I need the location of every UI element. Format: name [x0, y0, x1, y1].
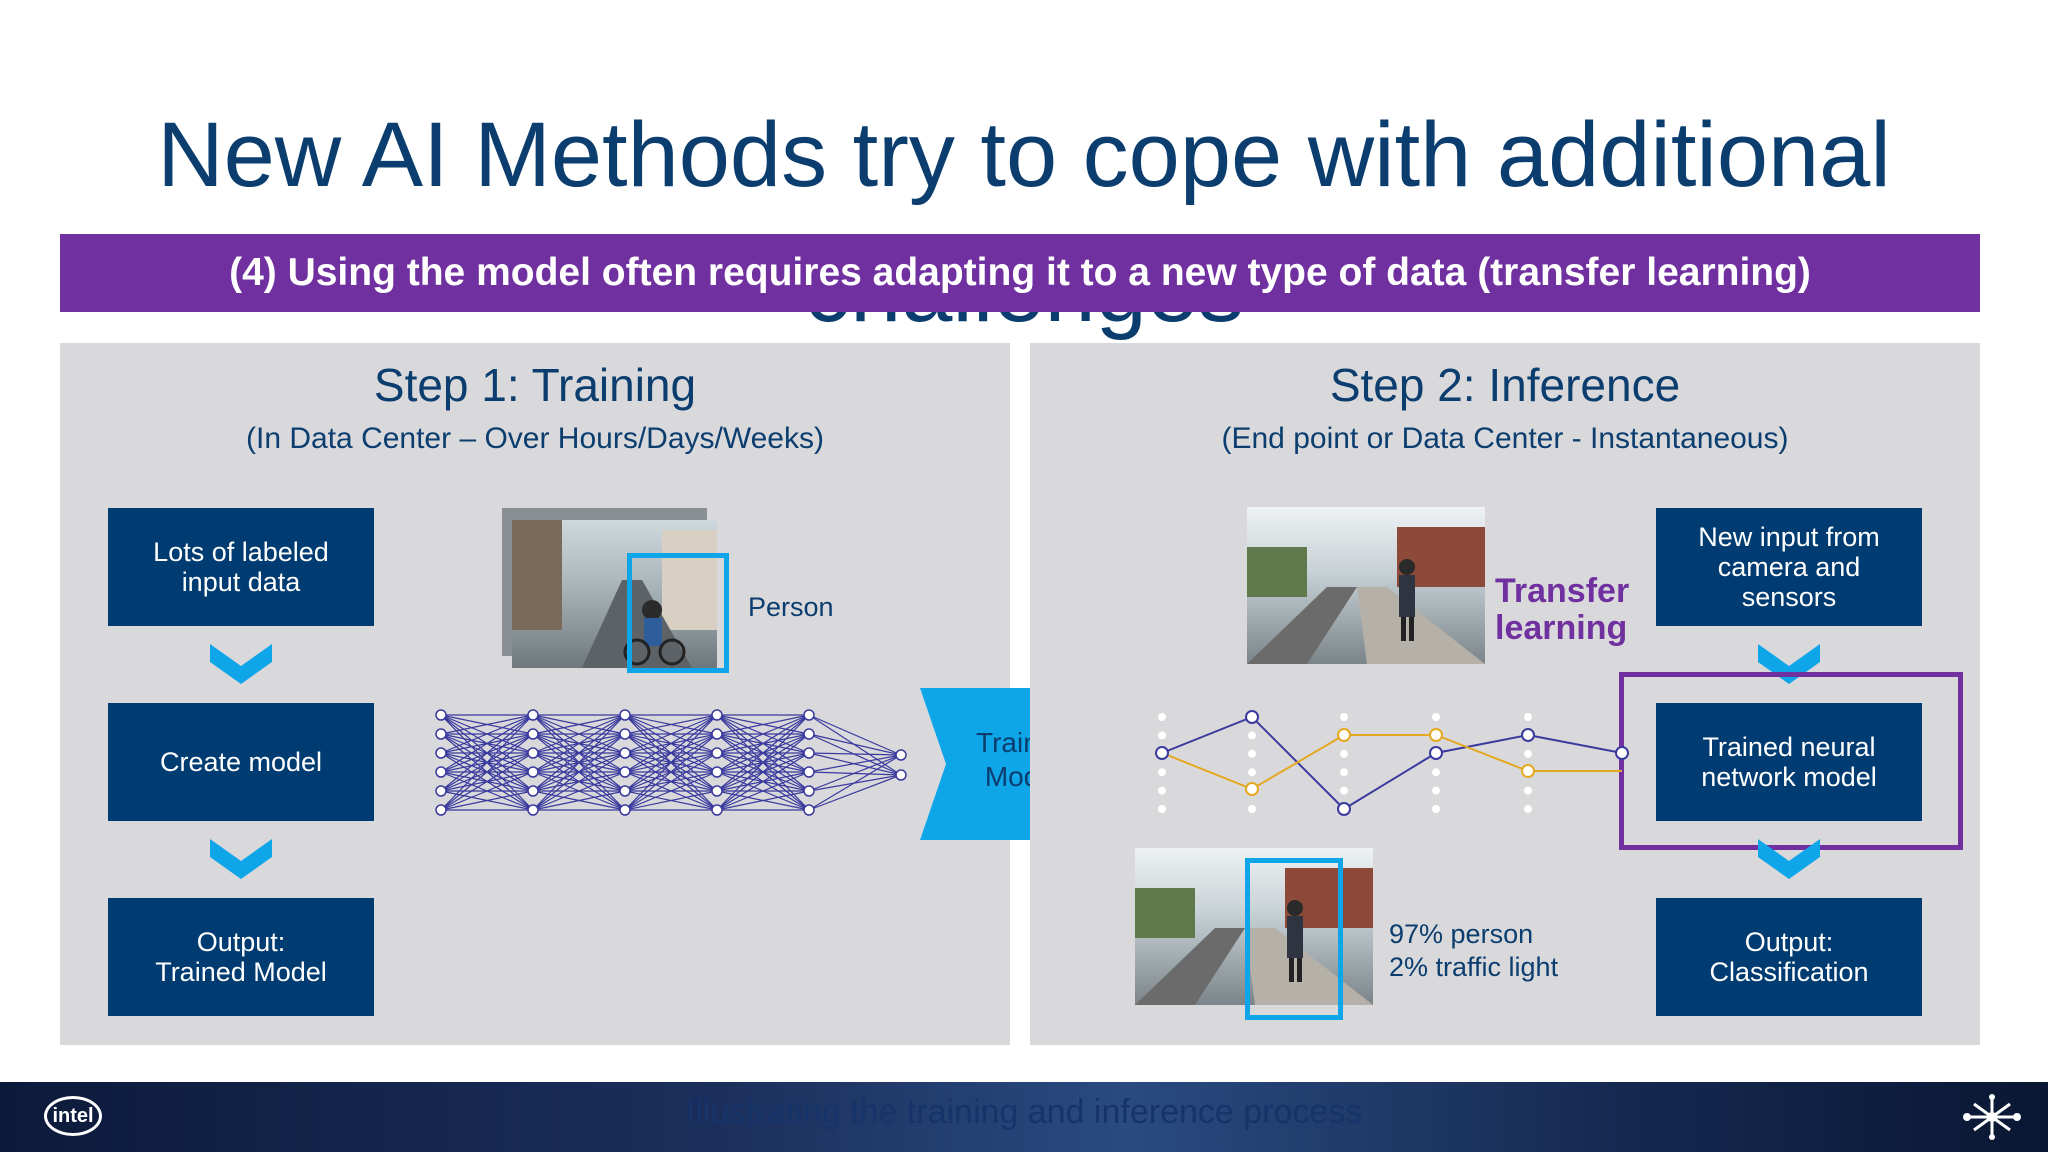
- training-image: [512, 520, 717, 668]
- network-node: [1524, 786, 1532, 795]
- network-node: [1158, 786, 1166, 795]
- network-node: [619, 709, 631, 721]
- neural-network-diagram: [435, 709, 907, 816]
- step2-title: Step 2: Inference: [1329, 359, 1681, 411]
- network-node: [803, 804, 815, 816]
- transfer-image: [1247, 507, 1485, 664]
- network-node: [803, 785, 815, 797]
- network-node: [711, 785, 723, 797]
- network-node: [619, 766, 631, 778]
- network-node: [1340, 768, 1348, 777]
- network-node: [619, 728, 631, 740]
- inference-path-diagram: [1155, 710, 1629, 816]
- person-label: Person: [748, 592, 834, 622]
- network-node: [1432, 713, 1440, 721]
- network-node: [803, 766, 815, 778]
- network-node: [1524, 805, 1532, 813]
- trained-neural-network-box: Trained neural network model: [1656, 703, 1922, 821]
- network-node: [527, 728, 539, 740]
- network-node: [711, 728, 723, 740]
- network-node: [711, 766, 723, 778]
- create-model-box: Create model: [108, 703, 374, 821]
- chevron-down-icon: [210, 644, 272, 684]
- network-node: [1340, 749, 1348, 758]
- step1-title: Step 1: Training: [373, 359, 697, 411]
- network-node: [1432, 786, 1440, 795]
- chevron-down-icon: [1758, 839, 1820, 879]
- network-node: [1248, 731, 1256, 740]
- network-node: [527, 766, 539, 778]
- network-node: [619, 785, 631, 797]
- banner-text: (4) Using the model often requires adapt…: [229, 251, 1811, 294]
- network-node: [1432, 768, 1440, 777]
- detection-box: [627, 553, 729, 673]
- new-input-box: New input from camera and sensors: [1656, 508, 1922, 626]
- person-detection-box: [1245, 858, 1343, 1020]
- transfer-learning-label: Transfer learning: [1495, 572, 1630, 647]
- trained-model-output-box: Output: Trained Model: [108, 898, 374, 1016]
- network-node: [803, 709, 815, 721]
- slide-title: New AI Methods try to cope with addition…: [157, 104, 1891, 341]
- network-node: [527, 709, 539, 721]
- network-node: [527, 785, 539, 797]
- network-node: [803, 728, 815, 740]
- network-node: [1158, 713, 1166, 721]
- network-node: [1432, 805, 1440, 813]
- intel-logo: intel: [44, 1096, 102, 1136]
- network-node: [1158, 731, 1166, 740]
- network-node: [435, 747, 447, 759]
- step1-subtitle: (In Data Center – Over Hours/Days/Weeks): [246, 422, 824, 455]
- network-node: [1248, 768, 1256, 777]
- classification-output-box: Output: Classification: [1656, 898, 1922, 1016]
- network-node: [1524, 713, 1532, 721]
- network-node: [711, 804, 723, 816]
- footer-caption: Illustrating the training and inference …: [685, 1093, 1363, 1131]
- network-logo-icon: [1963, 1094, 2021, 1140]
- classification-result: 97% person 2% traffic light: [1389, 919, 1559, 982]
- network-node: [1248, 805, 1256, 813]
- result-image: [1135, 848, 1373, 1005]
- network-node: [895, 769, 907, 781]
- footer-bar: [0, 1082, 2048, 1152]
- network-node: [1524, 749, 1532, 758]
- network-node: [619, 804, 631, 816]
- network-node: [527, 747, 539, 759]
- network-node: [527, 804, 539, 816]
- network-node: [1248, 749, 1256, 758]
- network-node: [619, 747, 631, 759]
- network-node: [435, 804, 447, 816]
- banner: [60, 234, 1980, 312]
- network-node: [895, 749, 907, 761]
- network-node: [711, 747, 723, 759]
- network-node: [435, 785, 447, 797]
- network-node: [1340, 713, 1348, 721]
- step2-subtitle: (End point or Data Center - Instantaneou…: [1221, 422, 1789, 455]
- network-node: [435, 728, 447, 740]
- network-node: [1158, 805, 1166, 813]
- network-node: [435, 709, 447, 721]
- network-node: [1158, 768, 1166, 777]
- network-node: [1340, 786, 1348, 795]
- highlight-frame: [1619, 672, 1963, 850]
- network-node: [711, 709, 723, 721]
- chevron-down-icon: [210, 839, 272, 879]
- network-node: [435, 766, 447, 778]
- network-node: [803, 747, 815, 759]
- labeled-data-box: Lots of labeled input data: [108, 508, 374, 626]
